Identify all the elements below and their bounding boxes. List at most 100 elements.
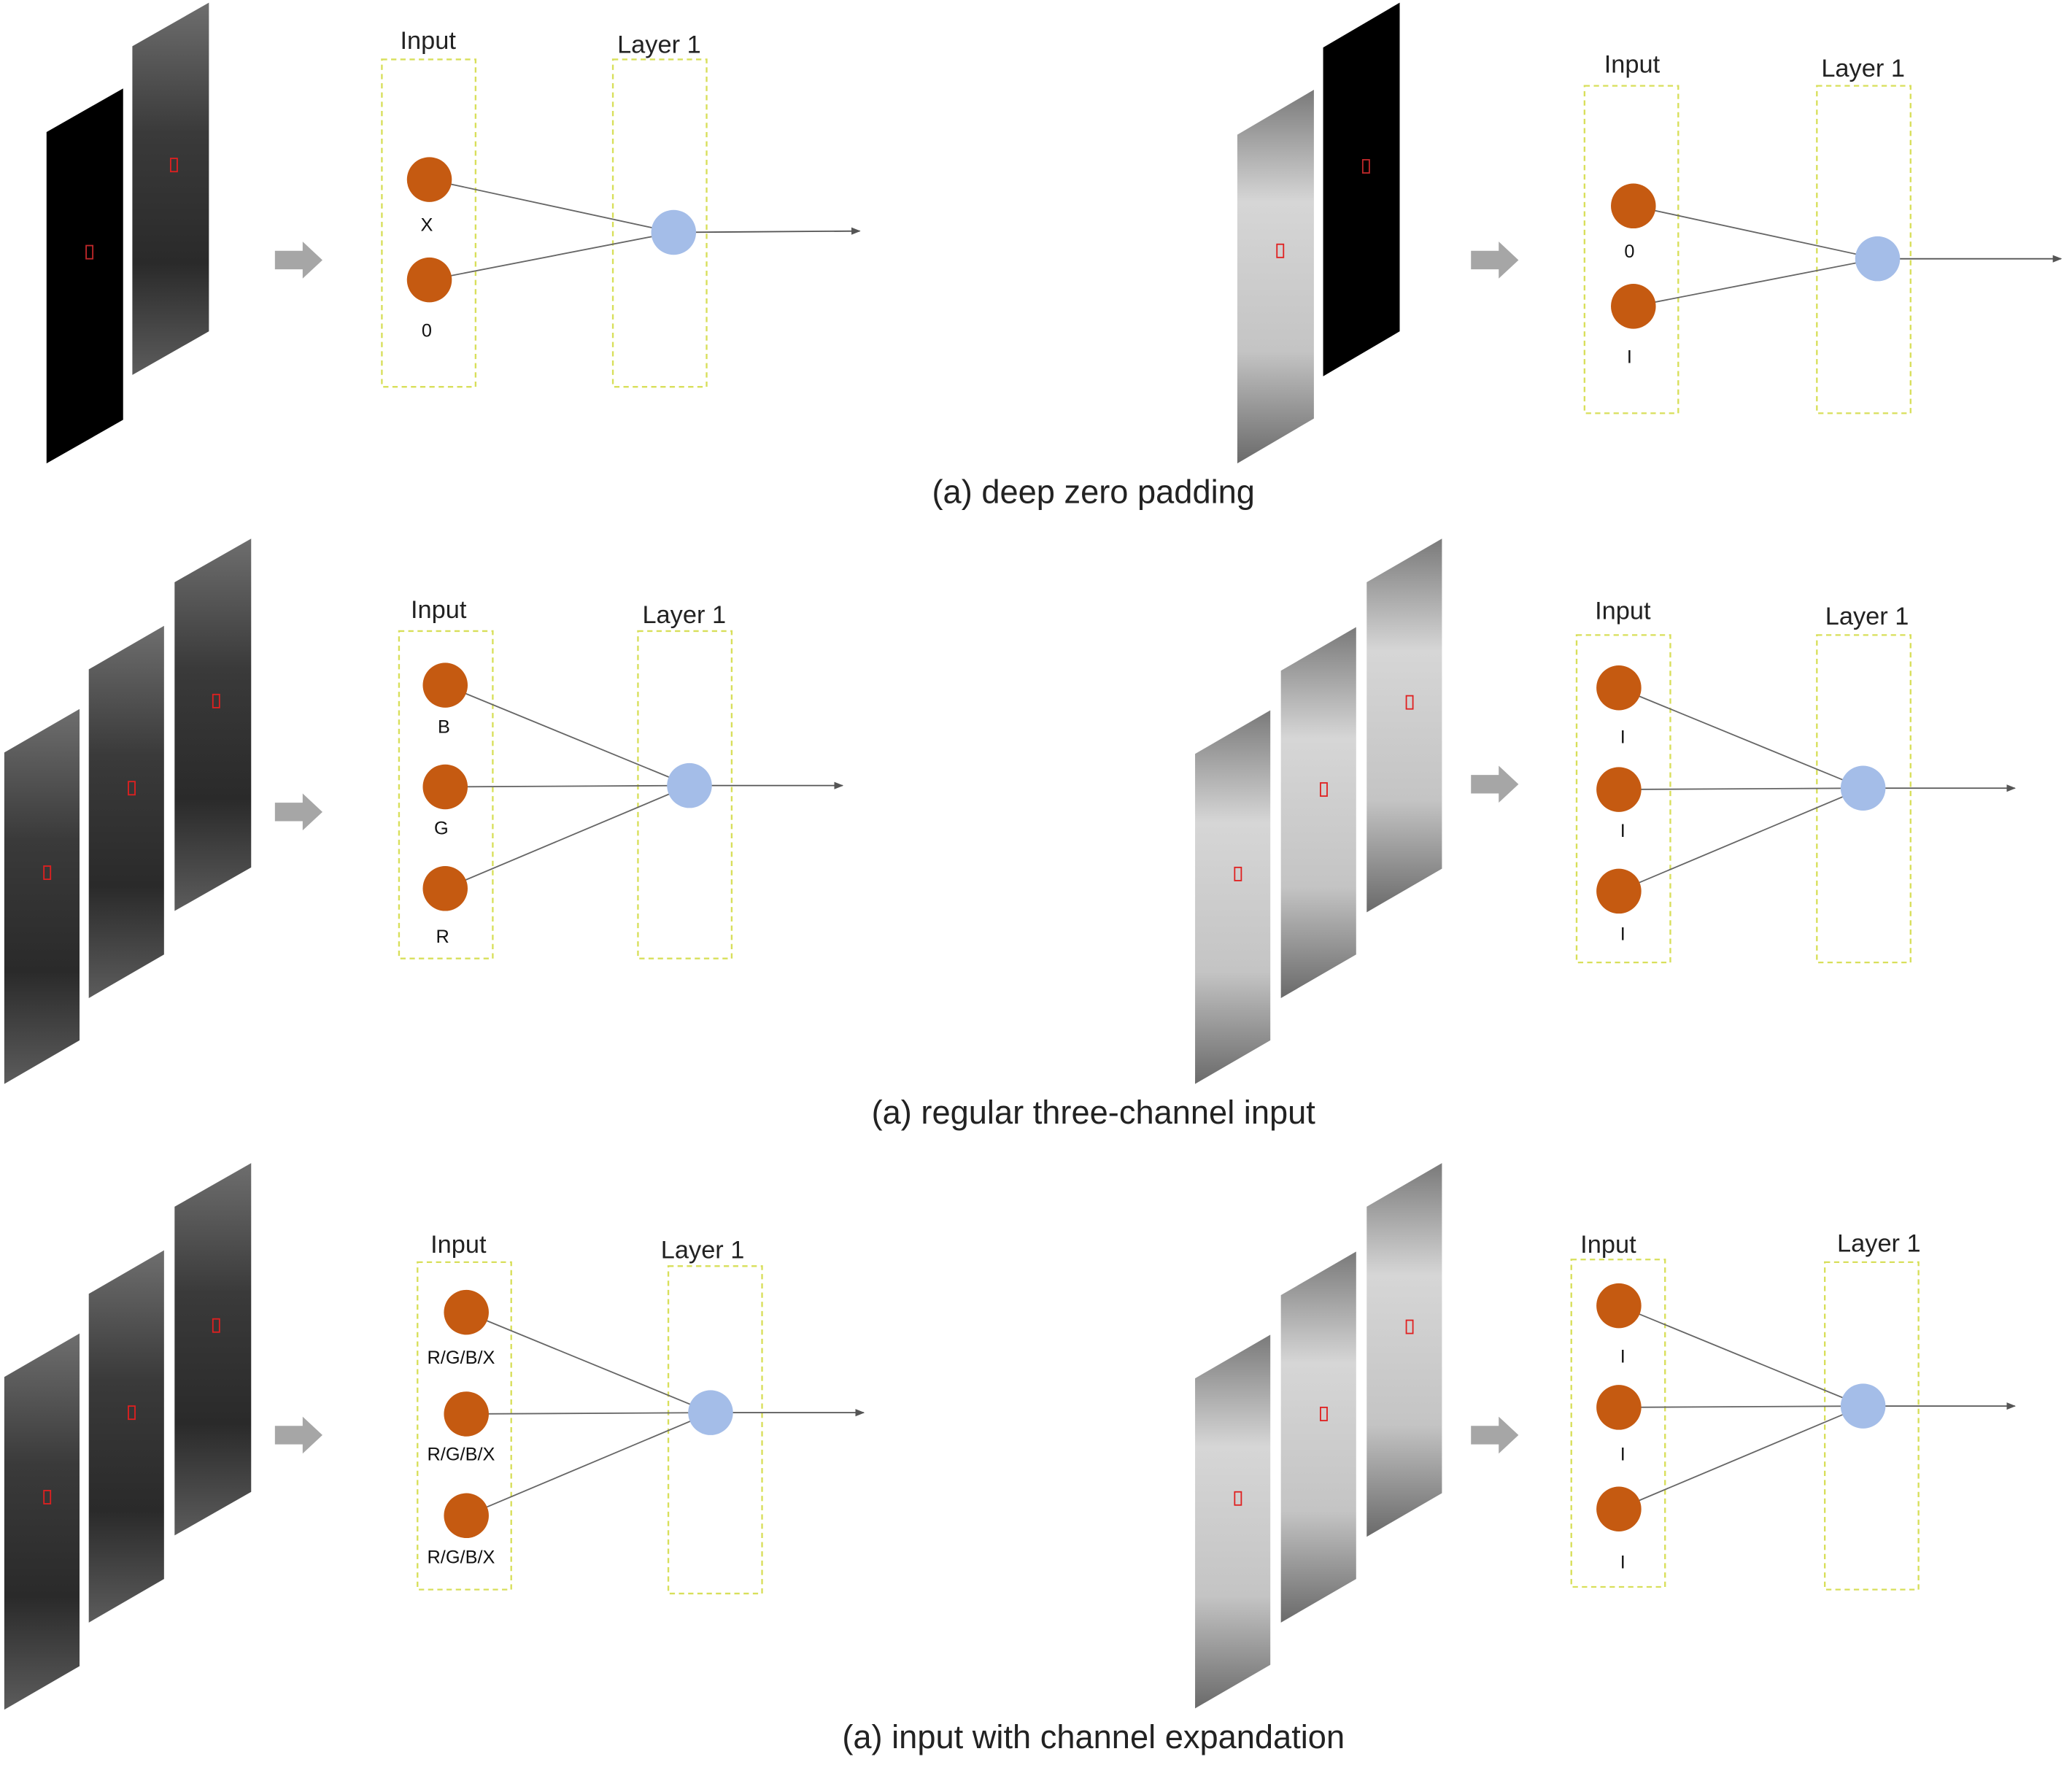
network-right: Input Layer 1 I I I — [1570, 1229, 2017, 1591]
output-node — [1840, 765, 1886, 811]
input-node — [1596, 1385, 1642, 1430]
layer-label: Layer 1 — [642, 601, 726, 629]
red-marker — [1320, 1407, 1328, 1421]
zero-map-image — [46, 88, 123, 464]
ir-person-image — [1280, 627, 1356, 998]
connection-line — [1633, 258, 1878, 307]
input-node — [422, 662, 468, 708]
red-marker — [1276, 243, 1285, 258]
network-left: Input Layer 1 X 0 — [381, 27, 861, 388]
image-stack-right — [1195, 538, 1442, 1084]
input-box — [381, 58, 477, 388]
input-node — [444, 1391, 489, 1437]
network-right: Input Layer 1 0 I — [1583, 51, 2063, 414]
input-node — [1596, 665, 1642, 711]
red-marker — [128, 1405, 136, 1421]
layer-box — [637, 630, 733, 959]
input-node — [1611, 284, 1656, 329]
node-label: 0 — [1624, 242, 1634, 262]
input-node — [1611, 183, 1656, 229]
connection-line — [445, 784, 690, 788]
output-node — [667, 762, 712, 808]
ir-person-image — [1237, 90, 1314, 464]
panel-channel-expansion: Input Layer 1 R/G/B/X R/G/B/X R/G/B/X — [4, 1163, 2017, 1755]
connection-line — [1618, 1405, 1863, 1408]
red-marker — [43, 865, 52, 881]
input-box — [417, 1261, 512, 1591]
color-person-image — [132, 2, 209, 375]
node-label: I — [1620, 727, 1625, 748]
block-arrow — [1471, 1416, 1519, 1454]
node-label: I — [1627, 347, 1632, 368]
color-person-image — [174, 1163, 252, 1536]
input-label: Input — [430, 1231, 487, 1259]
red-marker — [1234, 866, 1242, 881]
connection-line — [465, 1311, 711, 1413]
color-person-image — [4, 1333, 80, 1710]
ir-person-image — [1366, 1163, 1442, 1537]
image-stack-left — [46, 2, 209, 464]
network-left: Input Layer 1 B G R — [398, 596, 844, 959]
node-label: R/G/B/X — [428, 1444, 495, 1464]
input-node — [444, 1493, 489, 1539]
layer-label: Layer 1 — [1821, 55, 1905, 82]
input-node — [422, 866, 468, 911]
output-node — [688, 1390, 733, 1435]
red-marker — [1234, 1491, 1242, 1506]
red-marker — [43, 1490, 52, 1504]
connection-line — [1618, 787, 1863, 790]
panel-three-channel: Input Layer 1 B G R — [4, 538, 2017, 1131]
connection-line — [429, 179, 674, 233]
input-node — [1596, 767, 1642, 812]
node-label: G — [434, 819, 449, 839]
image-stack-left — [4, 1163, 252, 1710]
connection-line — [444, 684, 690, 787]
red-marker — [169, 158, 178, 173]
color-person-image — [174, 538, 252, 911]
panel-zero-padding: Input Layer 1 X 0 Input Layer 1 — [46, 2, 2063, 510]
network-left: Input Layer 1 R/G/B/X R/G/B/X R/G/B/X — [417, 1231, 865, 1595]
input-box — [1570, 1259, 1666, 1588]
block-arrow — [1471, 242, 1519, 279]
node-label: I — [1620, 1444, 1625, 1464]
panel-caption: (a) input with channel expandation — [842, 1718, 1345, 1755]
input-node — [1596, 868, 1642, 914]
layer-label: Layer 1 — [617, 31, 701, 58]
output-arrow — [673, 227, 861, 235]
layer-box — [1816, 85, 1911, 414]
input-node — [422, 764, 468, 810]
connection-line — [466, 1412, 711, 1415]
panel-caption: (a) regular three-channel input — [872, 1094, 1316, 1131]
image-stack-left — [4, 538, 252, 1084]
color-person-image — [4, 708, 80, 1084]
red-marker — [212, 1318, 220, 1333]
color-person-image — [88, 1250, 164, 1623]
ir-person-image — [1280, 1251, 1356, 1623]
network-right: Input Layer 1 I I I — [1575, 598, 2017, 964]
input-label: Input — [1595, 598, 1651, 625]
output-node — [1840, 1383, 1886, 1429]
connection-line — [1618, 787, 1863, 892]
layer-label: Layer 1 — [1825, 603, 1909, 630]
output-node — [651, 209, 697, 255]
input-box — [398, 630, 494, 959]
input-label: Input — [400, 27, 456, 55]
node-label: B — [438, 716, 450, 737]
input-box — [1575, 634, 1671, 964]
input-node — [406, 157, 452, 202]
ir-person-image — [1366, 538, 1442, 913]
input-node — [1596, 1486, 1642, 1532]
red-marker — [128, 781, 136, 796]
input-box — [1583, 85, 1679, 414]
node-label: I — [1620, 924, 1625, 944]
panel-caption: (a) deep zero padding — [932, 473, 1254, 510]
input-node — [406, 257, 452, 303]
input-label: Input — [1580, 1231, 1636, 1259]
node-label: I — [1620, 1553, 1625, 1573]
connection-line — [1618, 1305, 1863, 1407]
input-label: Input — [411, 596, 467, 624]
node-label: 0 — [422, 320, 432, 341]
layer-box — [1823, 1261, 1920, 1591]
layer-label: Layer 1 — [1837, 1229, 1921, 1257]
